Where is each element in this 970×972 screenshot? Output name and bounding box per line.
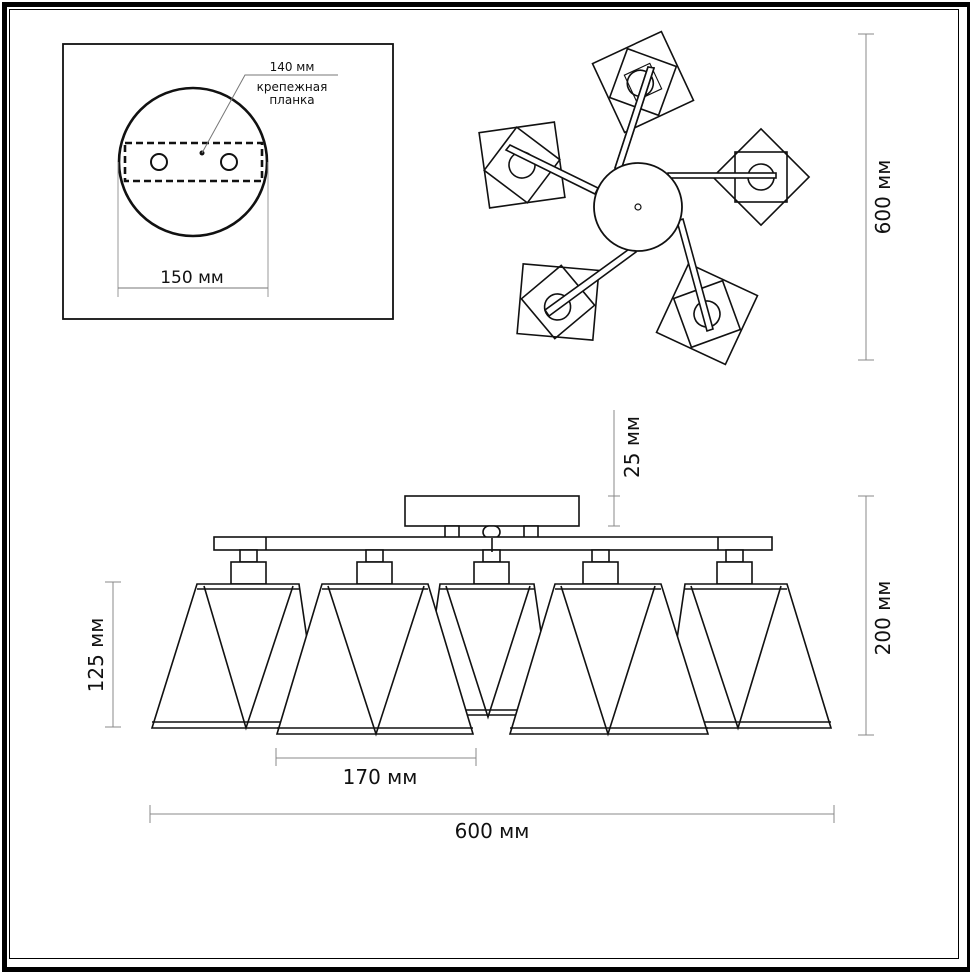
bar-length-label: 140 мм [270, 60, 315, 74]
diameter-label: 150 мм [160, 268, 224, 288]
arm-lower-left [516, 245, 638, 342]
inner-frame [9, 9, 959, 959]
shade-4-right-center [508, 549, 710, 737]
dim-total-height: 200 мм [858, 495, 895, 736]
total-height-label: 200 мм [871, 581, 895, 656]
mounting-bar-dashed [123, 141, 264, 183]
arm-lower-right [655, 217, 759, 366]
dim-canopy-gap: 25 мм [608, 410, 644, 527]
dim-top-view-width: 600 мм [858, 33, 895, 361]
dim-shade-width: 170 мм [275, 748, 477, 789]
arm-left [478, 121, 600, 209]
mount-plate-box [62, 43, 394, 320]
arm-right [667, 127, 811, 227]
side-view [150, 495, 833, 737]
top-view-width-label: 600 мм [871, 160, 895, 235]
bar-caption-line1: крепежная [257, 80, 328, 94]
top-view [478, 30, 811, 366]
dim-shade-height: 125 мм [84, 581, 121, 728]
screw-hole-right [220, 153, 238, 171]
mount-plate-view: 140 мм крепежная планка 150 мм [62, 43, 394, 320]
shade-2-left-center [275, 549, 475, 737]
side-canopy [404, 495, 580, 527]
total-width-label: 600 мм [455, 819, 530, 843]
bar-caption-line2: планка [269, 93, 314, 107]
top-view-canopy [593, 162, 683, 252]
top-view-center-point [634, 203, 642, 211]
screw-hole-left [150, 153, 168, 171]
arm-up [591, 30, 695, 172]
canopy-circle [117, 86, 269, 238]
shade-1-left [150, 549, 321, 731]
side-main-bar [213, 536, 773, 551]
leader-line [201, 74, 338, 154]
dim-total-width: 600 мм [149, 805, 835, 843]
shade-height-label: 125 мм [84, 618, 108, 693]
canopy-gap-label: 25 мм [620, 416, 644, 478]
shade-width-label: 170 мм [343, 765, 418, 789]
shade-5-right [663, 549, 833, 731]
